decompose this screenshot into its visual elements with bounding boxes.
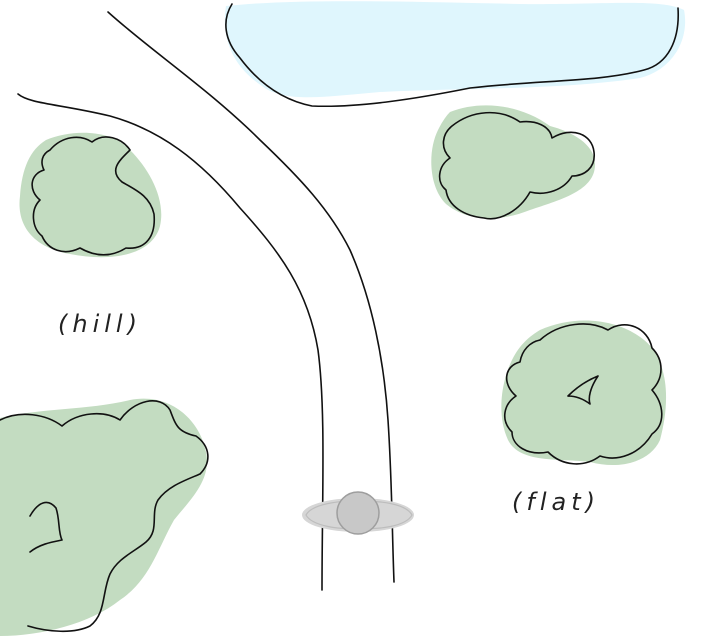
pond: [224, 1, 686, 108]
tree-branch-mark: [29, 501, 63, 553]
tree-canopy: [501, 320, 667, 466]
pond-outline: [225, 3, 679, 108]
person-head-outline: [336, 491, 380, 535]
tree-outline: [31, 136, 155, 256]
tree-canopy: [0, 398, 208, 636]
tree-outline: [0, 400, 209, 633]
tree-bottom-left: [0, 398, 209, 636]
tree-top-right: [431, 105, 596, 220]
road-left-edge: [17, 93, 324, 591]
flat-label: (flat): [512, 488, 600, 516]
road: [17, 11, 395, 591]
person-head: [337, 492, 379, 534]
tree-outline: [504, 323, 663, 465]
tree-top-left: [19, 132, 162, 258]
tree-branch-mark: [567, 375, 599, 405]
pond-fill: [224, 1, 686, 98]
tree-middle-right: [501, 320, 667, 466]
hill-label: (hill): [58, 310, 142, 338]
tree-outline: [438, 111, 595, 220]
person-figure: [302, 491, 414, 535]
road-right-edge: [107, 11, 395, 583]
tree-canopy: [19, 132, 162, 258]
